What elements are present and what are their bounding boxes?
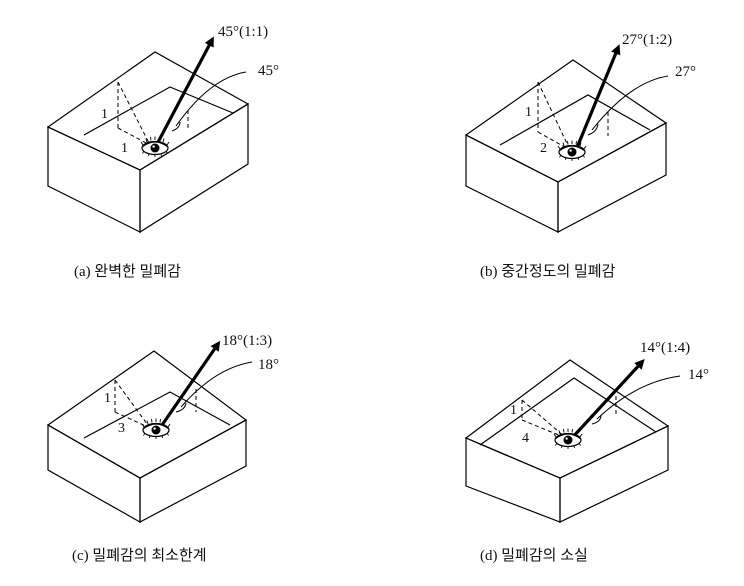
height-label: 1 — [525, 105, 532, 120]
height-dashed-lines — [117, 81, 189, 146]
panel-a: 45°(1:1) 45° 1 1 (a) 완벽한 밀폐감 — [46, 24, 279, 280]
panel-caption: (c) 밀폐감의 최소한계 — [72, 547, 207, 564]
eye-icon — [140, 135, 170, 158]
ratio-label: 27°(1:2) — [622, 32, 672, 48]
height-dashed-lines — [114, 379, 197, 429]
angle-arc — [587, 123, 599, 136]
panel-caption: (d) 밀폐감의 소실 — [480, 547, 588, 564]
panel-d: 14°(1:4) 14° 1 4 (d) 밀폐감의 소실 — [464, 340, 709, 564]
box-outline — [464, 359, 670, 523]
angle-label: 27° — [675, 64, 696, 80]
height-label: 1 — [101, 107, 108, 122]
height-dashed-lines — [521, 396, 617, 439]
height-dashed-lines — [537, 81, 609, 151]
height-label: 1 — [510, 403, 517, 418]
box-outline — [46, 350, 248, 524]
angle-arc — [591, 414, 602, 425]
sightline-arrow — [158, 340, 221, 429]
panel-caption: (a) 완벽한 밀폐감 — [74, 263, 181, 280]
eye-icon — [557, 139, 587, 162]
distance-label: 4 — [522, 431, 529, 446]
panel-caption: (b) 중간정도의 밀폐감 — [480, 263, 616, 280]
ratio-label: 18°(1:3) — [222, 333, 272, 349]
box-outline — [46, 51, 250, 234]
sightline-arrow — [574, 44, 621, 151]
angle-label: 14° — [688, 367, 709, 383]
height-label: 1 — [104, 391, 111, 406]
angle-label: 18° — [258, 357, 279, 373]
angle-label: 45° — [258, 63, 279, 79]
ratio-label: 14°(1:4) — [640, 340, 690, 356]
box-outline — [464, 59, 668, 233]
angle-leader — [591, 75, 669, 131]
angle-arc — [171, 121, 181, 132]
angle-arc — [175, 402, 187, 413]
distance-label: 2 — [540, 141, 547, 156]
panel-b: 27°(1:2) 27° 1 2 (b) 중간정도의 밀폐감 — [464, 32, 696, 280]
panel-c: 18°(1:3) 18° 1 3 (c) 밀폐감의 최소한계 — [46, 333, 279, 564]
sightline-arrow — [570, 359, 645, 440]
distance-label: 3 — [118, 421, 125, 436]
angle-leader — [180, 361, 253, 408]
ratio-label: 45°(1:1) — [218, 24, 268, 40]
angle-leader — [596, 375, 681, 420]
sightline-arrow — [154, 36, 214, 147]
angle-leader — [175, 71, 247, 127]
distance-label: 1 — [121, 141, 128, 156]
